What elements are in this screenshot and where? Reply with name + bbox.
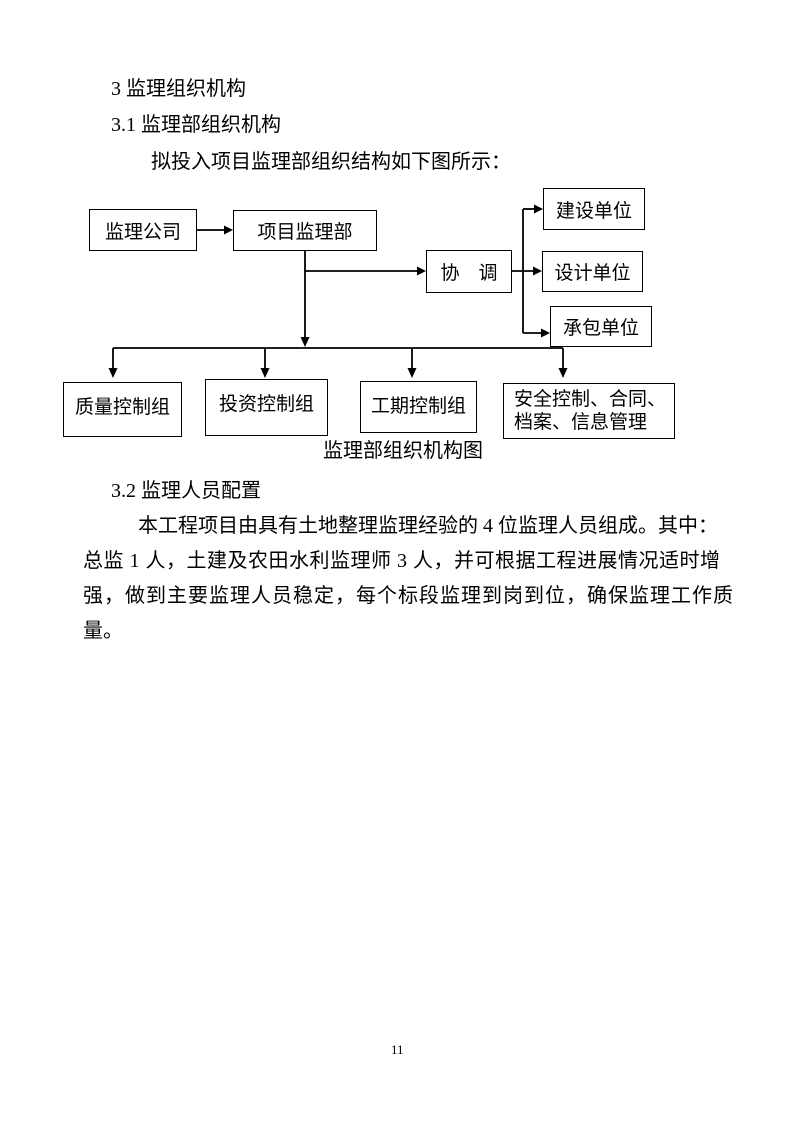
section-3-1-intro: 拟投入项目监理部组织结构如下图所示：	[151, 151, 511, 173]
arrowhead-safety	[558, 368, 568, 378]
org-box-dept: 项目监理部	[233, 210, 377, 251]
arrowhead-investment	[260, 368, 270, 378]
org-box-investment-group: 投资控制组	[205, 379, 328, 436]
org-box-design-unit: 设计单位	[542, 251, 643, 292]
safety-group-line1: 安全控制、合同、	[514, 389, 667, 410]
org-box-contractor-unit: 承包单位	[550, 306, 652, 347]
arrowhead-coordination-design	[533, 266, 542, 276]
arrowhead-to-construction	[534, 204, 543, 214]
paragraph-line-1: 本工程项目由具有土地整理监理经验的 4 位监理人员组成。其中：	[138, 515, 718, 537]
arrowhead-company-dept	[224, 225, 233, 235]
arrowhead-dept-down	[300, 337, 310, 347]
org-box-quality-group: 质量控制组	[63, 382, 182, 437]
arrowhead-dept-coordination	[417, 266, 426, 276]
org-box-safety-group: 安全控制、合同、 档案、信息管理	[503, 383, 675, 439]
safety-group-label: 安全控制、合同、 档案、信息管理	[514, 388, 666, 434]
arrowhead-schedule	[407, 368, 417, 378]
arrowhead-to-contractor	[541, 328, 550, 338]
paragraph-line-2: 总监 1 人，土建及农田水利监理师 3 人，并可根据工程进展情况适时增	[83, 550, 721, 572]
page-number: 11	[391, 1042, 404, 1057]
org-box-company: 监理公司	[89, 209, 197, 251]
safety-group-line2: 档案、信息管理	[514, 412, 648, 433]
org-box-construction-unit: 建设单位	[543, 188, 645, 230]
section-3-2-heading: 3.2 监理人员配置	[111, 480, 261, 502]
section-3-heading: 3 监理组织机构	[111, 78, 246, 100]
arrowhead-quality	[108, 368, 118, 378]
paragraph-line-4: 量。	[83, 620, 123, 642]
org-box-coordination: 协 调	[426, 250, 512, 293]
section-3-1-heading: 3.1 监理部组织机构	[111, 114, 281, 136]
org-box-schedule-group: 工期控制组	[360, 381, 477, 433]
org-chart-caption: 监理部组织机构图	[323, 440, 483, 462]
paragraph-line-3: 强，做到主要监理人员稳定，每个标段监理到岗到位，确保监理工作质	[83, 585, 734, 607]
